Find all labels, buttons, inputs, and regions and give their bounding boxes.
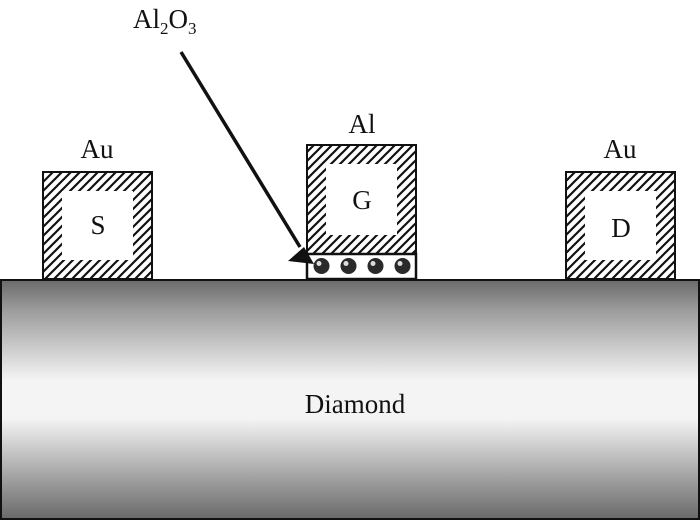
source-material-label: Au <box>81 134 114 164</box>
gate-oxide-layer <box>305 252 418 281</box>
source-terminal-label: S <box>90 210 105 240</box>
drain-contact: D <box>565 171 676 280</box>
gate-contact: G <box>306 144 417 255</box>
drain-material-label: Au <box>604 134 637 164</box>
substrate-label: Diamond <box>305 389 406 419</box>
oxide-label: Al2O3 <box>133 4 197 38</box>
diamond-substrate <box>0 279 700 520</box>
gate-material-label: Al <box>349 109 376 139</box>
oxide-pointer-arrow <box>179 51 314 264</box>
gate-terminal-label: G <box>352 185 372 215</box>
drain-terminal-label: D <box>611 213 631 243</box>
source-contact: S <box>42 171 153 280</box>
